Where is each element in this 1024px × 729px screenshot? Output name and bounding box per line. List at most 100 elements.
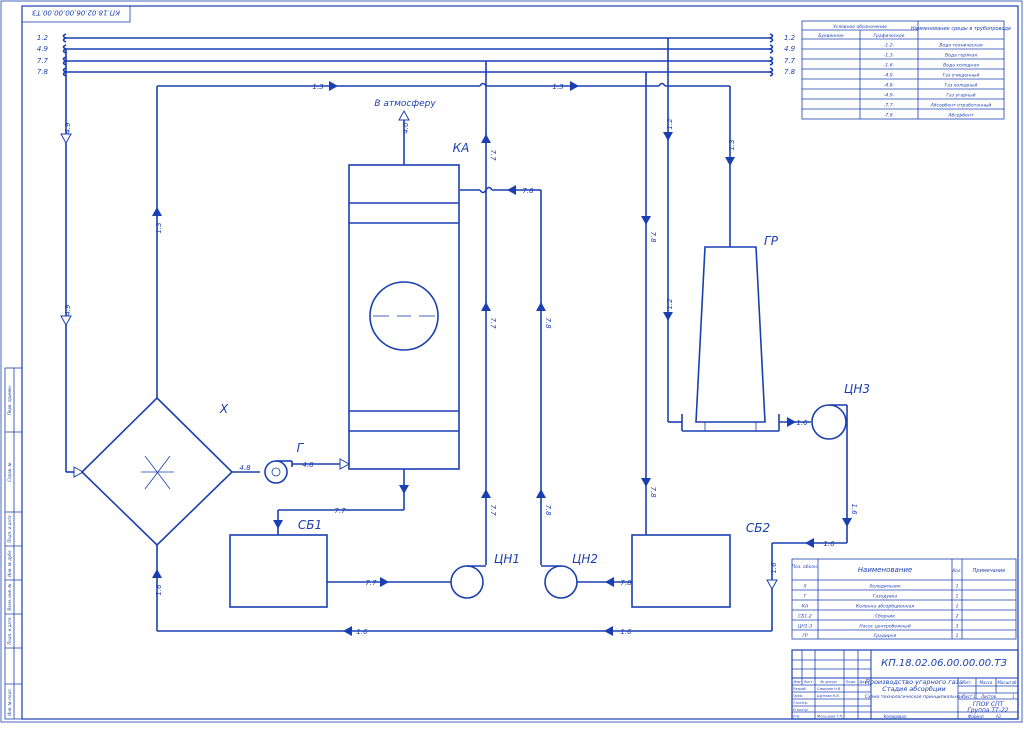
copied-label: Копировал bbox=[884, 714, 907, 719]
label-cold-gas-2: 4.8 bbox=[302, 461, 314, 469]
pipe-tech-water: 1.2 1.2 bbox=[663, 38, 682, 423]
pipe-cold-water: 1.6 1.6 1.6 1.6 1.6 1.6 1.6 bbox=[152, 417, 858, 636]
header-label-right: 7.8 bbox=[784, 68, 796, 76]
pipe-co-gas: 4.9 4.9 bbox=[60, 49, 85, 478]
stamp-role: Т.контр. bbox=[793, 701, 808, 705]
spec-pos: Х bbox=[802, 584, 807, 590]
pump-cn2-label: ЦН2 bbox=[572, 552, 598, 566]
spec-name: Сборник bbox=[875, 614, 895, 620]
stamp-name: Щупова Н.В. bbox=[817, 694, 840, 698]
legend-name: Вода холодная bbox=[943, 63, 979, 69]
lit-label: Лит. bbox=[961, 680, 971, 685]
spec-pos: ЦН1-3 bbox=[798, 624, 812, 630]
label-cold-water-5: 1.6 bbox=[620, 628, 632, 636]
legend-name: Вода горячая bbox=[945, 53, 977, 59]
atmosphere-label: В атмосферу bbox=[374, 99, 436, 109]
spec-header-name: Наименование bbox=[858, 566, 912, 574]
legend-name: Газ холодный bbox=[945, 83, 978, 89]
legend-code: -7.8- bbox=[884, 113, 895, 119]
label-cold-water-1: 1.6 bbox=[796, 419, 808, 427]
header-label-left: 4.9 bbox=[37, 45, 49, 53]
label-absorbent-3: 7.8 bbox=[544, 504, 552, 516]
stamp-header: Лист bbox=[803, 680, 814, 684]
stamp-role: Утв. bbox=[793, 715, 800, 719]
header-label-right: 7.7 bbox=[784, 57, 796, 65]
label-tech-water-1: 1.2 bbox=[666, 118, 674, 130]
legend-name: Газ очищенный bbox=[943, 73, 980, 79]
label-hot-water-2: 1.3 bbox=[312, 83, 323, 91]
stamp-name: Мольцева Т.П. bbox=[817, 715, 843, 719]
legend-name: Вода техническая bbox=[939, 43, 982, 49]
spec-qty: 3 bbox=[956, 624, 959, 630]
legend-name: Газ угарный bbox=[946, 93, 975, 99]
pipe-clean-gas: 4.0 В атмосферу bbox=[374, 99, 436, 165]
spec-name: Холодильник bbox=[868, 584, 901, 590]
format-value: А1 bbox=[995, 714, 1001, 719]
title-line-1: Производство угарного газа bbox=[865, 678, 963, 686]
spec-pos: КА bbox=[802, 604, 808, 610]
spec-table: Поз. обозн. Наименование Кол. Примечание… bbox=[791, 558, 1017, 640]
sheets-label: Листов bbox=[980, 694, 997, 699]
label-absorbent-6: 7.8 bbox=[620, 579, 632, 587]
label-cold-water-2: 1.6 bbox=[850, 503, 858, 515]
label-clean-gas: 4.0 bbox=[402, 122, 410, 134]
legend-code: -1.2- bbox=[884, 43, 895, 49]
cooler-label: Х bbox=[219, 402, 229, 416]
title-line-2: Стадия абсорбции bbox=[882, 685, 946, 693]
blower-label: Г bbox=[297, 441, 305, 455]
label-hot-water-1: 1.3 bbox=[155, 222, 163, 233]
legend-table: Условное обозначение Буквенное Графическ… bbox=[801, 20, 1011, 120]
spec-name: Градирня bbox=[874, 633, 897, 639]
pipe-spent-absorbent: 7.7 7.7 7.7 7.7 7.7 bbox=[273, 61, 497, 587]
pump-cn1: ЦН1 bbox=[450, 552, 520, 599]
format-label: Формат bbox=[968, 714, 985, 719]
stamp-role: Н.контр. bbox=[793, 708, 809, 712]
side-label-replace: Взам. инв. № bbox=[7, 583, 12, 610]
side-label-ref: Справ. № bbox=[7, 462, 12, 481]
label-cold-water-4: 1.6 bbox=[770, 562, 778, 574]
spec-name: Насос центробежный bbox=[859, 624, 910, 630]
collector-sb2: СБ2 bbox=[631, 521, 770, 608]
side-stamp: Перв. примен. Справ. № Подп. и дата Инв.… bbox=[4, 367, 23, 720]
stamp-header: Подп. bbox=[846, 680, 857, 684]
side-label-orig: Инв. № подл. bbox=[7, 688, 12, 716]
header-label-right: 1.2 bbox=[784, 34, 796, 42]
header-label-left: 1.2 bbox=[37, 34, 49, 42]
label-spent-absorbent-5: 7.7 bbox=[365, 579, 377, 587]
spec-header-pos: Поз. обозн. bbox=[792, 564, 818, 570]
mass-label: Масса bbox=[980, 680, 993, 685]
legend-header-letter: Буквенное bbox=[818, 33, 844, 39]
pump-cn1-label: ЦН1 bbox=[494, 552, 520, 566]
label-absorbent-4: 7.8 bbox=[649, 231, 657, 243]
top-code-stamp: КП.18.02.06.00.00.00.ТЗ bbox=[21, 5, 131, 23]
pipe-absorbent: 7.8 7.8 7.8 7.8 7.8 7.8 bbox=[460, 72, 657, 587]
spec-qty: 1 bbox=[956, 594, 959, 600]
side-label-sign-1: Подп. и дата bbox=[7, 515, 12, 543]
stamp-header: Дата bbox=[858, 680, 868, 684]
sheet-number: 1 bbox=[973, 694, 976, 699]
side-label-sign-2: Подп. и дата bbox=[7, 617, 12, 645]
side-label-first-use: Перв. примен. bbox=[7, 385, 12, 415]
legend-code: -7.7- bbox=[884, 103, 895, 109]
spec-pos: СБ1-2 bbox=[798, 614, 812, 620]
spec-pos: ГР bbox=[802, 633, 808, 639]
title-block: КП.18.02.06.00.00.00.ТЗ Производство уга… bbox=[791, 649, 1019, 720]
spec-qty: 1 bbox=[956, 584, 959, 590]
label-tech-water-2: 1.2 bbox=[666, 298, 674, 310]
spec-header-note: Примечание bbox=[973, 568, 1006, 574]
group: Группа ТТ-22 bbox=[967, 707, 1008, 714]
inner-frame bbox=[21, 5, 1019, 720]
label-cold-water-3: 1.6 bbox=[823, 540, 835, 548]
label-absorbent-5: 7.8 bbox=[649, 486, 657, 498]
label-absorbent-1: 7.8 bbox=[522, 187, 534, 195]
collector-sb1-label: СБ1 bbox=[298, 518, 322, 532]
spec-qty: 1 bbox=[956, 604, 959, 610]
legend-header-name: Наименование среды в трубопроводе bbox=[911, 26, 1011, 32]
collector-sb2-label: СБ2 bbox=[746, 521, 770, 535]
label-cold-water-6: 1.6 bbox=[356, 628, 368, 636]
spec-pos: Г bbox=[804, 594, 807, 600]
cooling-tower-label: ГР bbox=[764, 234, 779, 248]
legend-code: -1.6- bbox=[884, 63, 895, 69]
header-label-left: 7.7 bbox=[37, 57, 49, 65]
